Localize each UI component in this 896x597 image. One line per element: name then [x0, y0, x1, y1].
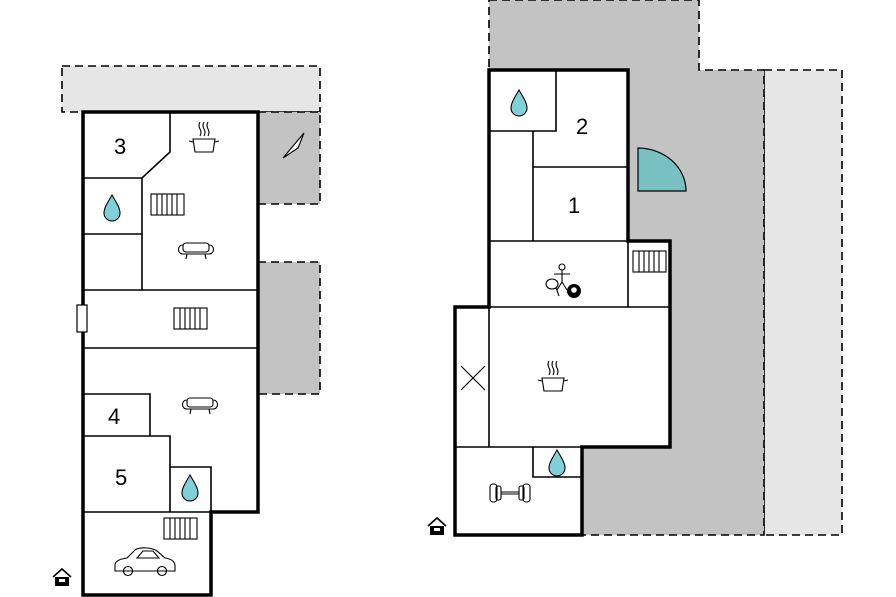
radiator-icon: [150, 193, 185, 216]
lower-water-drop-icon: [181, 473, 199, 502]
left-window: [76, 304, 88, 333]
lower-water-drop-icon: [548, 448, 566, 477]
carport-radiator-icon: [163, 517, 198, 540]
room-4-label: 4: [108, 404, 120, 429]
left-side-terrace-top: [257, 111, 321, 205]
room-5-label: 5: [115, 465, 127, 490]
hallway-radiator-icon: [173, 307, 208, 330]
cooking-pot-icon: [537, 360, 569, 392]
entrance-house-icon: [52, 567, 72, 586]
right-light-terrace: [763, 69, 843, 536]
left-floor-plan: 3 4 5: [52, 65, 321, 597]
open-space-cross-icon: [460, 365, 486, 391]
door-swing-icon: [637, 147, 687, 192]
room-1-label: 1: [568, 193, 580, 218]
right-inner-walls: [455, 70, 670, 478]
water-drop-icon: [103, 193, 121, 222]
entrance-house-icon: [427, 516, 447, 535]
left-side-terrace-middle: [257, 261, 321, 395]
right-floor-plan: 2 1: [427, 0, 843, 537]
left-inner-walls: [83, 112, 258, 513]
carport-car-icon: [114, 547, 176, 577]
radiator-icon: [632, 250, 667, 273]
room-2-label: 2: [576, 114, 588, 139]
compass-arrow-icon: [282, 132, 305, 159]
water-drop-icon: [510, 88, 528, 117]
left-top-terrace: [61, 65, 321, 113]
room-3-label: 3: [114, 134, 126, 159]
lower-sofa-icon: [181, 397, 219, 415]
table-tennis-billiard-icon: [545, 263, 581, 298]
dumbbell-icon: [489, 483, 531, 503]
sofa-icon: [177, 242, 215, 260]
cooking-pot-icon: [188, 121, 220, 153]
